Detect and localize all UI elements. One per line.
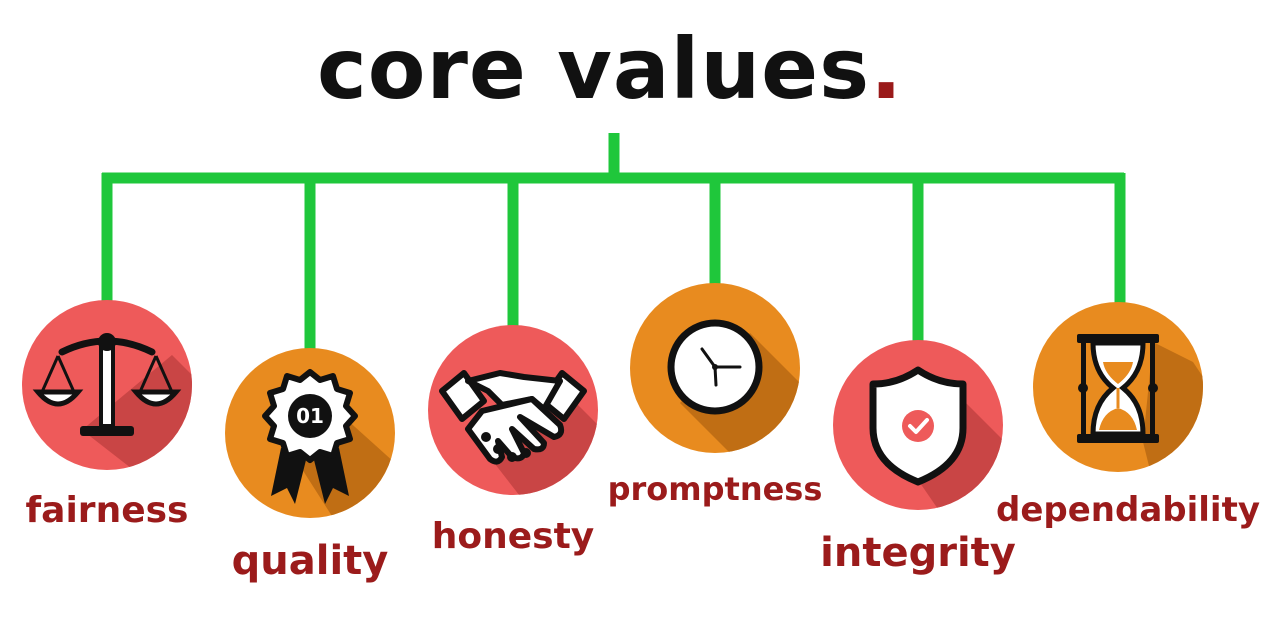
- value-label-fairness: fairness: [25, 490, 189, 531]
- value-node-fairness: [22, 300, 192, 470]
- diagram-title: core values.: [0, 20, 1220, 118]
- value-node-quality: 01: [225, 348, 395, 518]
- value-label-dependability: dependability: [996, 490, 1260, 530]
- value-node-promptness: [630, 283, 800, 453]
- title-dot: .: [870, 20, 904, 118]
- value-node-honesty: [428, 325, 598, 495]
- value-label-quality: quality: [231, 538, 389, 584]
- hourglass-icon: [1033, 302, 1203, 472]
- value-node-dependability: [1033, 302, 1203, 472]
- scales-icon: [22, 300, 192, 470]
- value-label-promptness: promptness: [607, 470, 823, 508]
- handshake-icon: [428, 325, 598, 495]
- value-node-integrity: [833, 340, 1003, 510]
- value-label-integrity: integrity: [820, 530, 1016, 576]
- value-label-honesty: honesty: [431, 516, 595, 557]
- title-text: core values: [316, 20, 871, 118]
- shield-check-icon: [833, 340, 1003, 510]
- award-ribbon-icon: 01: [225, 348, 395, 518]
- award-badge-text: 01: [296, 404, 324, 428]
- clock-icon: [630, 283, 800, 453]
